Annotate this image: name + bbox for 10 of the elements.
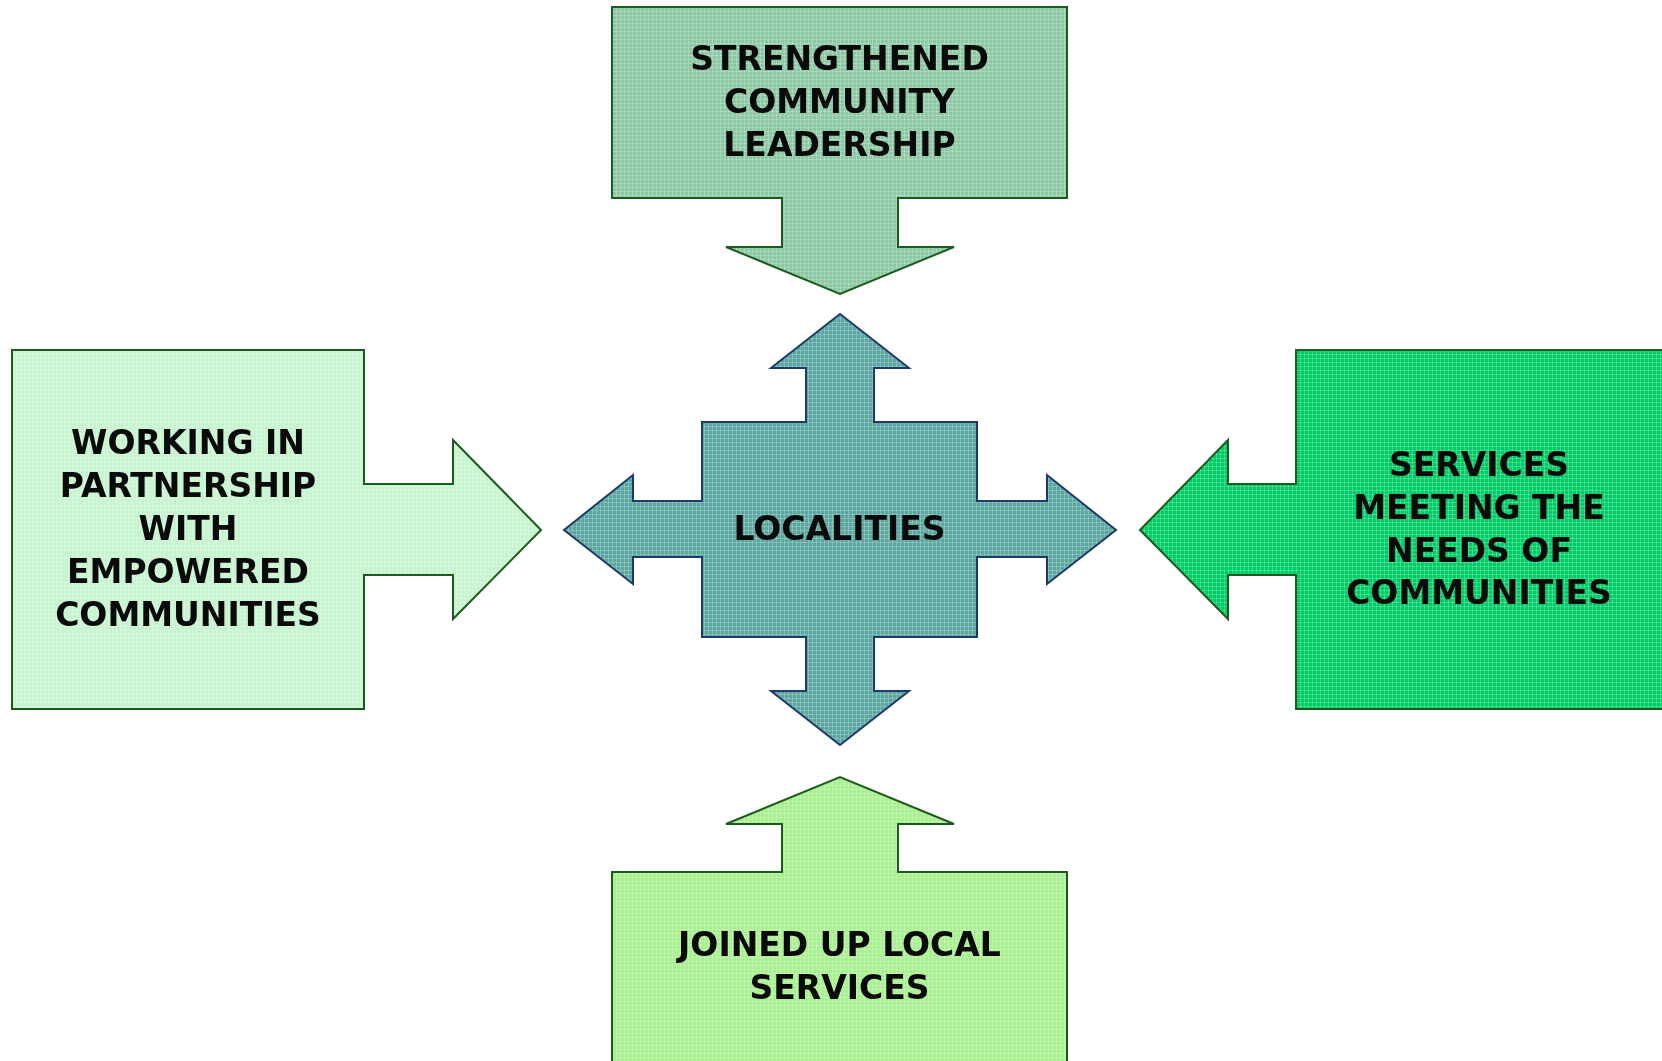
- box-label: SERVICES MEETING THE NEEDS OF COMMUNITIES: [1345, 443, 1613, 615]
- callout-arrow-box: [612, 7, 1067, 294]
- quad-arrow-shape: [564, 314, 1116, 745]
- callout-arrow-box: [1140, 350, 1662, 709]
- box-label: WORKING IN PARTNERSHIP WITH EMPOWERED COMMUNITIES: [54, 422, 322, 636]
- box-label: JOINED UP LOCAL SERVICES: [675, 923, 1002, 1009]
- box-label: LOCALITIES: [733, 508, 946, 551]
- callout-arrow-box: [612, 777, 1067, 1061]
- box-label: STRENGTHENED COMMUNITY LEADERSHIP: [689, 38, 990, 166]
- callout-arrow-box: [12, 350, 541, 709]
